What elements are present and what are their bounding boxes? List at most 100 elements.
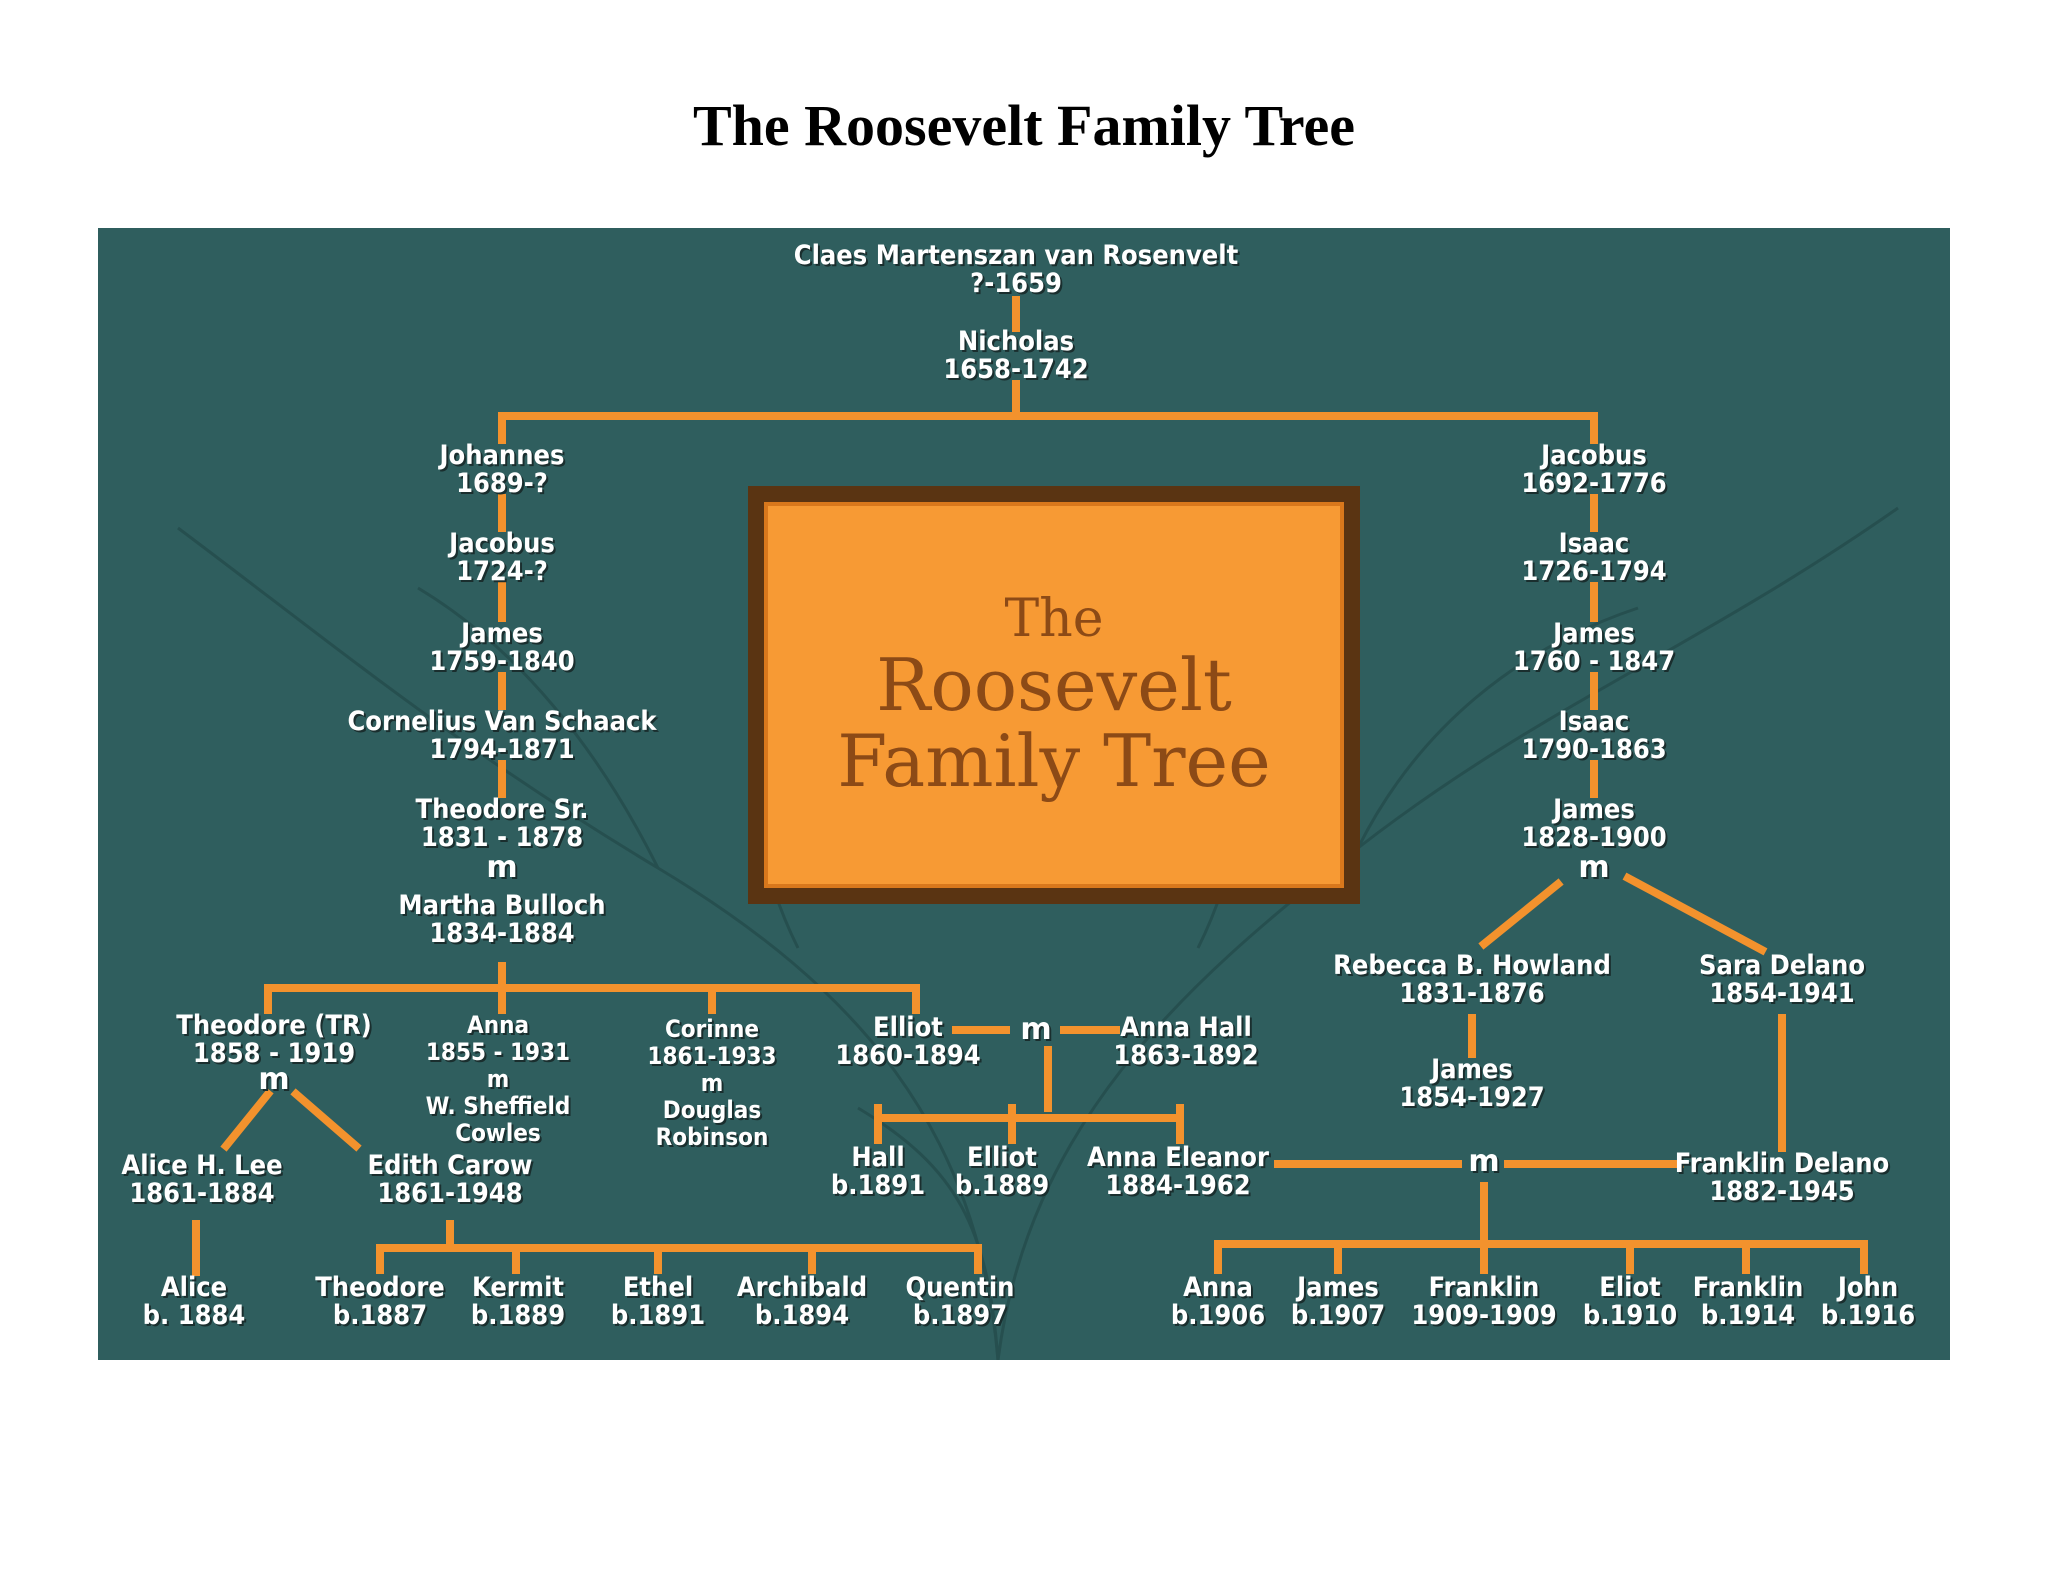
person-dates: 1861-1884: [129, 1178, 275, 1209]
person-name: Theodore (TR): [176, 1010, 372, 1041]
person-name: Isaac: [1558, 706, 1630, 737]
person-dates: 1831-1876: [1399, 978, 1545, 1009]
person-name: James: [1553, 794, 1635, 825]
marriage-label: m: [700, 1069, 724, 1097]
marriage-theodore-sr: m: [486, 850, 518, 885]
person-name: Jacobus: [449, 528, 555, 559]
person-dates: 1854-1941: [1709, 978, 1855, 1009]
person-name: Eliot: [1599, 1272, 1661, 1303]
person-dates: 1860-1894: [835, 1040, 981, 1071]
person-dates: b.1887: [332, 1300, 428, 1331]
person-name: James: [461, 618, 543, 649]
person-name: Isaac: [1558, 528, 1630, 559]
person-dates: 1863-1892: [1113, 1040, 1259, 1071]
spouse-name: W. Sheffield: [425, 1092, 571, 1120]
person-name: Anna Eleanor: [1087, 1142, 1269, 1173]
person-dates: b.1891: [610, 1300, 706, 1331]
person-dates: b.1906: [1170, 1300, 1266, 1331]
person-dates: 1882-1945: [1709, 1176, 1855, 1207]
person-dates: 1861-1933: [647, 1042, 777, 1070]
person-name: Alice: [160, 1272, 228, 1303]
person-dates: 1828-1900: [1521, 822, 1667, 853]
person-dates: b.1889: [470, 1300, 566, 1331]
person-dates: 1759-1840: [429, 646, 575, 677]
spouse-name-line2: Cowles: [455, 1119, 541, 1147]
center-title-line1: The: [1004, 589, 1104, 649]
person-name: Quentin: [905, 1272, 1015, 1303]
marriage-eleanor-fdr: m: [1468, 1144, 1500, 1179]
person-name: Franklin: [1428, 1272, 1540, 1303]
tree-connectors: [192, 296, 1868, 1276]
person-name: Edith Carow: [367, 1150, 533, 1181]
person-dates: 1854-1927: [1399, 1082, 1545, 1113]
person-dates: 1861-1948: [377, 1178, 523, 1209]
person-dates: 1790-1863: [1521, 734, 1667, 765]
person-name: Corinne: [664, 1015, 760, 1043]
marriage-elliot: m: [1020, 1012, 1052, 1047]
person-name: Franklin Delano: [1674, 1148, 1890, 1179]
person-dates: 1855 - 1931: [425, 1038, 571, 1066]
marriage-label: m: [486, 1065, 510, 1093]
person-name: Elliot: [967, 1142, 1037, 1173]
person-name: Anna: [1183, 1272, 1253, 1303]
marriage-james-right-2: m: [1578, 850, 1610, 885]
person-name: Hall: [851, 1142, 905, 1173]
person-name: Alice H. Lee: [121, 1150, 283, 1181]
person-name: Anna Hall: [1120, 1012, 1252, 1043]
person-dates: b.1894: [754, 1300, 850, 1331]
person-dates: 1689-?: [456, 468, 548, 499]
person-name: John: [1837, 1272, 1899, 1303]
person-dates: b.1907: [1290, 1300, 1386, 1331]
person-dates: b.1889: [954, 1170, 1050, 1201]
person-dates: b.1910: [1582, 1300, 1678, 1331]
person-dates: 1760 - 1847: [1512, 646, 1676, 677]
family-tree-panel: The Roosevelt Family Tree Claes Martensz…: [98, 228, 1950, 1360]
person-dates: 1884-1962: [1105, 1170, 1251, 1201]
person-dates: ?-1659: [970, 268, 1062, 299]
person-name: Theodore Sr.: [415, 794, 589, 825]
person-name: Rebecca B. Howland: [1333, 950, 1611, 981]
person-name: Sara Delano: [1698, 950, 1866, 981]
person-dates: 1834-1884: [429, 918, 575, 949]
person-dates: 1794-1871: [429, 734, 575, 765]
person-dates: 1692-1776: [1521, 468, 1667, 499]
person-name: Archibald: [736, 1272, 868, 1303]
person-name: Kermit: [471, 1272, 565, 1303]
person-dates: 1724-?: [456, 556, 548, 587]
person-name: Theodore: [315, 1272, 445, 1303]
person-dates: b. 1884: [142, 1300, 246, 1331]
person-name: James: [1431, 1054, 1513, 1085]
center-title-line2: Roosevelt: [876, 643, 1232, 727]
spouse-name: Douglas: [662, 1096, 762, 1124]
person-dates: b.1897: [912, 1300, 1008, 1331]
person-name: Elliot: [873, 1012, 943, 1043]
